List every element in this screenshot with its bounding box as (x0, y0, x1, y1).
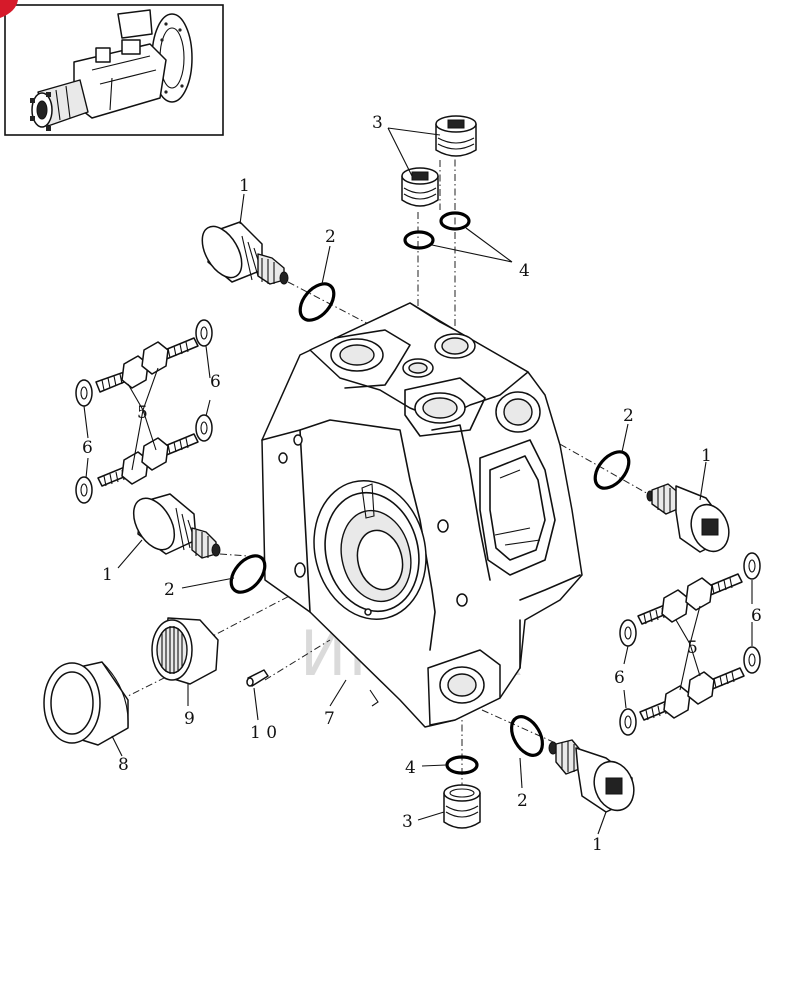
callout-6-left-lower: 6 (82, 438, 93, 458)
plug-top-a[interactable] (435, 115, 477, 157)
washer-right-3[interactable] (619, 708, 637, 736)
callout-3-bottom: 3 (402, 812, 413, 832)
o-ring-bottom-right[interactable] (505, 711, 549, 760)
o-ring-left-middle[interactable] (225, 550, 272, 599)
callout-6-right-lower: 6 (614, 668, 625, 688)
plug-top-b[interactable] (401, 167, 439, 207)
callout-1-top-left: 1 (239, 176, 250, 196)
callout-1-right: 1 (701, 446, 712, 466)
bolt-left-lower-b[interactable] (141, 433, 199, 471)
washer-left-1[interactable] (75, 379, 93, 407)
callout-2-top-left: 2 (325, 227, 336, 247)
o-ring-bottom[interactable] (445, 755, 479, 775)
bolt-left-lower-a[interactable] (97, 451, 149, 487)
callout-1-bottom: 1 (592, 835, 603, 855)
plug-bottom[interactable] (443, 784, 481, 829)
washer-right-4[interactable] (743, 646, 761, 674)
callout-9: 9 (184, 709, 195, 729)
sleeve[interactable] (43, 661, 129, 746)
valve-housing[interactable] (261, 302, 583, 728)
overview-thumbnail[interactable] (0, 0, 224, 136)
washer-right-1[interactable] (619, 619, 637, 647)
corner-badge (0, 0, 18, 18)
callout-5-right: 5 (687, 638, 698, 658)
bolt-right-lower-a[interactable] (639, 685, 691, 721)
washer-left-4[interactable] (195, 414, 213, 442)
bolt-left-upper-b[interactable] (141, 337, 199, 375)
callout-5-left: 5 (137, 403, 148, 423)
relief-valve-top-left[interactable] (194, 220, 289, 285)
relief-valve-right[interactable] (646, 483, 735, 557)
callout-2-left: 2 (164, 580, 175, 600)
callout-10: 1 0 (250, 723, 277, 743)
relief-valve-left-middle[interactable] (125, 491, 221, 559)
callout-6-right-upper: 6 (751, 606, 762, 626)
callout-2-right: 2 (623, 406, 634, 426)
callout-1-left: 1 (102, 565, 113, 585)
callout-2-bottom: 2 (517, 791, 528, 811)
bolt-right-lower-b[interactable] (687, 667, 745, 705)
callout-4-top: 4 (519, 261, 530, 281)
callout-4-bottom: 4 (405, 758, 416, 778)
o-ring-right[interactable] (589, 446, 636, 495)
washer-left-3[interactable] (75, 476, 93, 504)
bolt-right-upper-a[interactable] (637, 589, 689, 625)
washer-right-2[interactable] (743, 552, 761, 580)
callout-6-left-upper: 6 (210, 372, 221, 392)
relief-valve-bottom[interactable] (548, 739, 640, 816)
o-ring-top-a[interactable] (439, 211, 471, 231)
callout-3-top: 3 (372, 113, 383, 133)
leader-lines (83, 127, 753, 835)
dowel-pin[interactable] (246, 669, 269, 687)
o-ring-top-b[interactable] (403, 230, 435, 250)
washer-left-2[interactable] (195, 319, 213, 347)
callout-labels: 3 1 2 4 6 5 6 2 1 1 2 6 5 6 9 1 0 7 8 4 … (82, 113, 762, 855)
callout-7: 7 (324, 709, 335, 729)
callout-8: 8 (118, 755, 129, 775)
bolt-left-upper-a[interactable] (95, 355, 149, 393)
bolt-right-upper-b[interactable] (685, 573, 743, 611)
needle-bearing[interactable] (151, 617, 219, 685)
o-ring-top-left[interactable] (294, 278, 341, 327)
